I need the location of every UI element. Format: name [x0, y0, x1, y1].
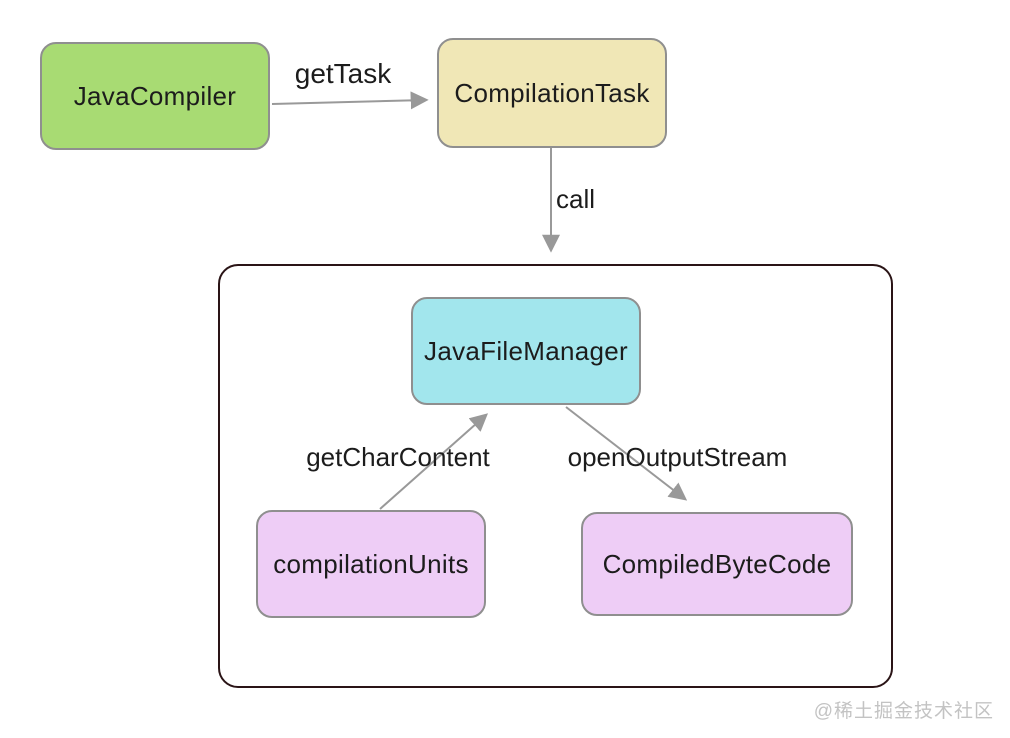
edge-label-open-output-stream: openOutputStream [567, 442, 788, 472]
node-compilation-task: CompilationTask [437, 38, 667, 148]
node-compilation-units: compilationUnits [256, 510, 486, 618]
watermark: @稀土掘金技术社区 [813, 701, 994, 722]
node-compiled-byte-code: CompiledByteCode [581, 512, 853, 616]
file-manager-container-box [218, 264, 893, 688]
edge-get-task-line [271, 91, 429, 110]
edge-label-call: call [556, 184, 596, 214]
node-java-compiler: JavaCompiler [40, 42, 270, 150]
node-java-file-manager: JavaFileManager [411, 297, 641, 405]
edge-label-get-task: getTask [294, 58, 392, 89]
edge-label-get-char-content: getCharContent [306, 442, 490, 472]
